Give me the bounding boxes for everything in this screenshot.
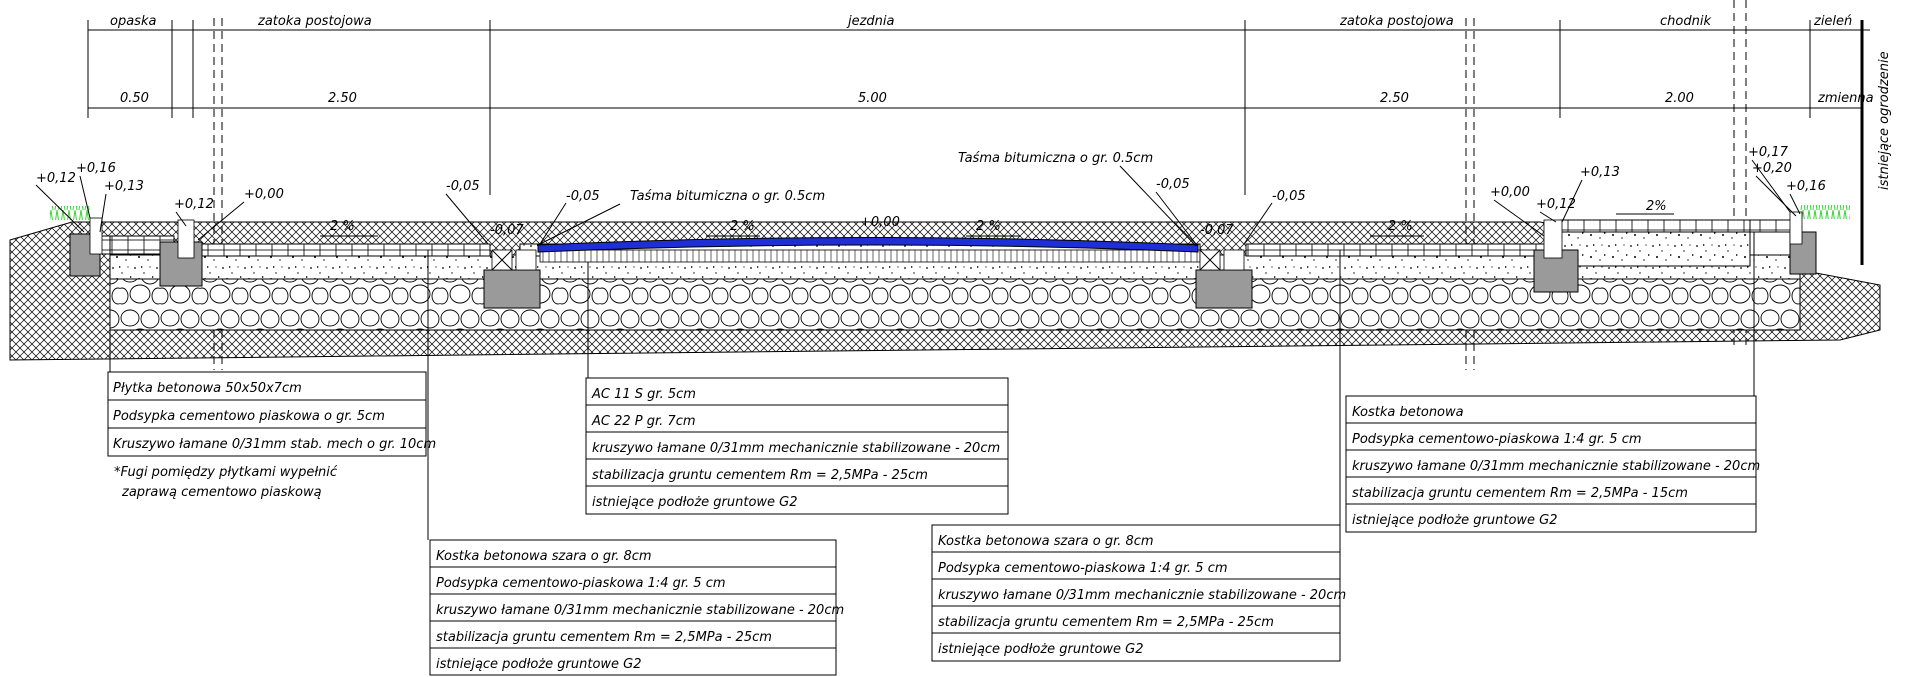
elev-15: +0,13 — [1580, 165, 1620, 180]
slope-1: 2 % — [330, 219, 355, 234]
fugi-note-1: *Fugi pomiędzy płytkami wypełnić — [114, 465, 338, 480]
legend-zatoka-left-row: kruszywo łamane 0/31mm mechanicznie stab… — [436, 603, 844, 618]
elev-10: -0,05 — [1156, 177, 1190, 192]
elev-6: -0,05 — [446, 179, 480, 194]
legend-leaders — [109, 232, 1755, 540]
dim-zatoka-right: 2.50 — [1380, 91, 1409, 106]
dim-opaska: 0.50 — [120, 91, 149, 106]
slope-4: 2 % — [1388, 219, 1413, 234]
slope-labels: 2 % 2 % 2 % 2 % 2% — [320, 199, 1674, 237]
slope-3: 2 % — [976, 219, 1001, 234]
section-zielen: zieleń — [1813, 14, 1852, 29]
elev-4: +0,12 — [174, 197, 214, 212]
section-zatoka-right: zatoka postojowa — [1339, 14, 1454, 29]
tasma-left: Taśma bitumiczna o gr. 0.5cm — [630, 189, 825, 204]
elev-17: +0,20 — [1752, 161, 1792, 176]
dim-zielen: zmienna — [1817, 91, 1874, 106]
legend-zatoka-right-row: istniejące podłoże gruntowe G2 — [938, 642, 1144, 657]
legend-zatoka-right-row: kruszywo łamane 0/31mm mechanicznie stab… — [938, 588, 1346, 603]
cross-section-body — [9, 205, 1881, 361]
section-chodnik: chodnik — [1660, 14, 1711, 29]
legend-zatoka-right: Kostka betonowa szara o gr. 8cm Podsypka… — [931, 524, 1346, 662]
legend-opaska-row: Płytka betonowa 50x50x7cm — [113, 381, 302, 396]
slope-5: 2% — [1646, 199, 1667, 214]
legend-chodnik-row: stabilizacja gruntu cementem Rm = 2,5MPa… — [1352, 486, 1688, 501]
legend-zatoka-left-row: stabilizacja gruntu cementem Rm = 2,5MPa… — [436, 630, 772, 645]
legend-zatoka-left: Kostka betonowa szara o gr. 8cm Podsypka… — [429, 539, 844, 676]
elev-2: +0,16 — [76, 161, 116, 176]
legend-zatoka-left-row: istniejące podłoże gruntowe G2 — [436, 657, 642, 672]
elev-5: +0,00 — [244, 187, 284, 202]
dim-zatoka-left: 2.50 — [328, 91, 357, 106]
elev-16: +0,17 — [1748, 145, 1789, 160]
legend-zatoka-left-row: Kostka betonowa szara o gr. 8cm — [436, 549, 652, 564]
legend-opaska-row: Podsypka cementowo piaskowa o gr. 5cm — [113, 409, 385, 424]
asphalt-layer — [537, 237, 1199, 253]
elev-1: +0,12 — [36, 171, 76, 186]
elev-18: +0,16 — [1786, 179, 1826, 194]
elev-11: -0,07 — [1200, 223, 1234, 238]
section-jezdnia: jezdnia — [846, 14, 895, 29]
section-opaska: opaska — [110, 14, 156, 29]
section-labels: opaska zatoka postojowa jezdnia zatoka p… — [110, 14, 1892, 190]
legend-jezdnia-row: kruszywo łamane 0/31mm mechanicznie stab… — [592, 441, 1000, 456]
elev-12: -0,05 — [1272, 189, 1306, 204]
legend-opaska: Płytka betonowa 50x50x7cm Podsypka cemen… — [107, 371, 436, 500]
legend-jezdnia-row: AC 11 S gr. 5cm — [591, 387, 696, 402]
fugi-note-2: zaprawą cementowo piaskową — [121, 485, 322, 500]
section-zatoka-left: zatoka postojowa — [257, 14, 372, 29]
elev-14: +0,12 — [1536, 197, 1576, 212]
legend-zatoka-right-row: Podsypka cementowo-piaskowa 1:4 gr. 5 cm — [938, 561, 1228, 576]
dim-jezdnia: 5.00 — [858, 91, 887, 106]
dim-chodnik: 2.00 — [1665, 91, 1694, 106]
dimension-values: 0.50 2.50 5.00 2.50 2.00 zmienna — [120, 91, 1874, 106]
legend-chodnik-row: istniejące podłoże gruntowe G2 — [1352, 513, 1558, 528]
slope-2: 2 % — [730, 219, 755, 234]
legend-jezdnia: AC 11 S gr. 5cm AC 22 P gr. 7cm kruszywo… — [585, 377, 1009, 515]
legend-zatoka-right-row: Kostka betonowa szara o gr. 8cm — [938, 534, 1154, 549]
section-ogrodzenie: istniejące ogrodzenie — [1877, 51, 1892, 190]
legend-chodnik-row: Kostka betonowa — [1352, 405, 1464, 420]
elev-8: -0,05 — [566, 189, 600, 204]
legend-jezdnia-row: istniejące podłoże gruntowe G2 — [592, 495, 798, 510]
legend-opaska-row: Kruszywo łamane 0/31mm stab. mech o gr. … — [113, 437, 436, 452]
tasma-right: Taśma bitumiczna o gr. 0.5cm — [958, 151, 1153, 166]
elevation-labels: +0,12 +0,16 +0,13 +0,12 +0,00 -0,05 -0,0… — [35, 145, 1826, 247]
elev-9: +0,00 — [860, 215, 900, 230]
legend-jezdnia-row: AC 22 P gr. 7cm — [591, 414, 696, 429]
legend-chodnik-row: Podsypka cementowo-piaskowa 1:4 gr. 5 cm — [1352, 432, 1642, 447]
elev-13: +0,00 — [1490, 185, 1530, 200]
legend-zatoka-left-row: Podsypka cementowo-piaskowa 1:4 gr. 5 cm — [436, 576, 726, 591]
elev-3: +0,13 — [104, 179, 144, 194]
legend-jezdnia-row: stabilizacja gruntu cementem Rm = 2,5MPa… — [592, 468, 928, 483]
legend-zatoka-right-row: stabilizacja gruntu cementem Rm = 2,5MPa… — [938, 615, 1274, 630]
legend-chodnik: Kostka betonowa Podsypka cementowo-piask… — [1345, 395, 1760, 533]
legend-chodnik-row: kruszywo łamane 0/31mm mechanicznie stab… — [1352, 459, 1760, 474]
elev-7: -0,07 — [490, 223, 524, 238]
